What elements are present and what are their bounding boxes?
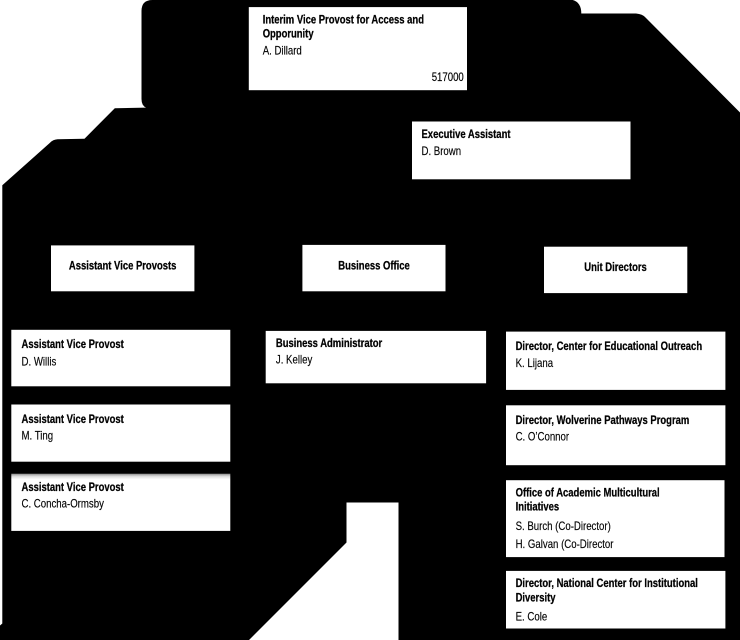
svg-text:Executive Assistant: Executive Assistant bbox=[422, 127, 511, 141]
svg-text:Director, Wolverine Pathways P: Director, Wolverine Pathways Program bbox=[516, 413, 690, 427]
svg-text:Assistant Vice Provost: Assistant Vice Provost bbox=[22, 337, 124, 351]
svg-text:Business Administrator: Business Administrator bbox=[276, 336, 383, 350]
svg-text:Unit Directors: Unit Directors bbox=[584, 260, 647, 274]
svg-text:J. Kelley: J. Kelley bbox=[276, 352, 312, 366]
svg-text:Director, National Center for: Director, National Center for Institutio… bbox=[516, 576, 698, 590]
svg-text:Diversity: Diversity bbox=[516, 590, 556, 604]
svg-text:S. Burch (Co-Director): S. Burch (Co-Director) bbox=[516, 519, 611, 533]
svg-text:Director, Center for Education: Director, Center for Educational Outreac… bbox=[516, 339, 703, 353]
svg-text:E. Cole: E. Cole bbox=[516, 610, 548, 624]
svg-text:Office of Academic Multicultur: Office of Academic Multicultural bbox=[516, 485, 660, 499]
svg-text:K. Lijana: K. Lijana bbox=[516, 356, 554, 370]
svg-text:Assistant Vice Provosts: Assistant Vice Provosts bbox=[69, 259, 177, 273]
svg-text:H. Galvan (Co-Director: H. Galvan (Co-Director bbox=[516, 537, 614, 551]
svg-text:M. Ting: M. Ting bbox=[22, 429, 54, 443]
svg-text:Business Office: Business Office bbox=[338, 259, 410, 273]
svg-text:C. Concha-Ormsby: C. Concha-Ormsby bbox=[22, 497, 104, 511]
svg-text:Assistant Vice Provost: Assistant Vice Provost bbox=[22, 412, 124, 426]
svg-text:Interim Vice Provost for Acces: Interim Vice Provost for Access and bbox=[263, 12, 424, 26]
svg-text:D. Brown: D. Brown bbox=[422, 144, 462, 158]
svg-text:C. O’Connor: C. O’Connor bbox=[516, 430, 570, 444]
svg-text:A. Dillard: A. Dillard bbox=[263, 44, 302, 58]
svg-text:517000: 517000 bbox=[432, 70, 464, 84]
svg-text:Initiatives: Initiatives bbox=[516, 500, 560, 514]
svg-text:Opporunity: Opporunity bbox=[263, 26, 314, 40]
svg-text:Assistant Vice Provost: Assistant Vice Provost bbox=[22, 480, 124, 494]
svg-text:D. Willis: D. Willis bbox=[22, 355, 57, 369]
